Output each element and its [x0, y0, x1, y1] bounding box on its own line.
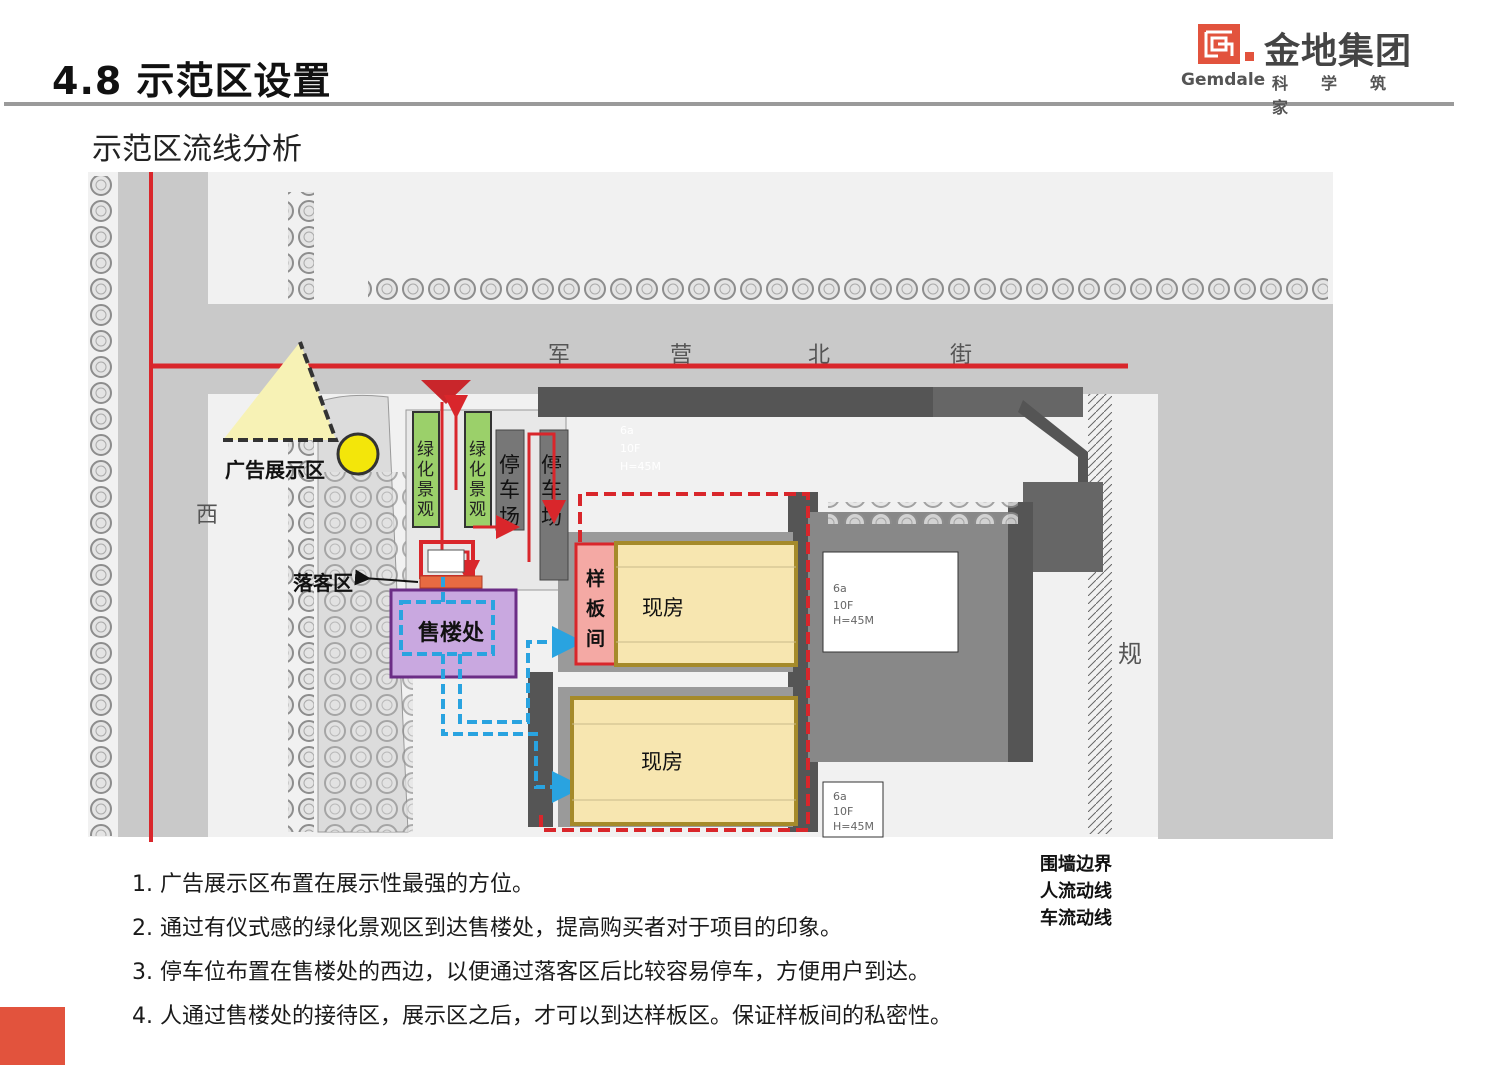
- dropoff-label: 落客区: [293, 571, 353, 595]
- section-subtitle: 示范区流线分析: [92, 132, 302, 167]
- tower-b-floors: 10F: [833, 599, 853, 612]
- note-item: 1. 广告展示区布置在展示性最强的方位。: [132, 872, 534, 897]
- green-landscape-left: [412, 411, 440, 528]
- header-divider: [4, 102, 1454, 106]
- dropoff-zone: [419, 575, 483, 589]
- pedestrian-flow-sample: [458, 626, 584, 724]
- ad-display-marker-icon: [336, 432, 380, 476]
- existing-building-lower: [570, 696, 798, 826]
- company-logo: 金地集团 Gemdale 科学筑家: [1181, 22, 1438, 117]
- street-east-label: 规: [1118, 640, 1142, 668]
- parking-left: [495, 429, 525, 531]
- ad-zone-label: 广告展示区: [225, 458, 325, 482]
- tower-b-label: 6a: [833, 582, 847, 595]
- tower-a-label: 6a: [620, 424, 634, 437]
- sample-room: [574, 542, 618, 666]
- entrance-arrow-icon: [421, 380, 471, 404]
- tower-a-floors: 10F: [620, 442, 640, 455]
- tower-c-floors: 10F: [833, 805, 853, 818]
- green-label-char: 景: [469, 480, 486, 500]
- logo-name: 金地集团: [1264, 31, 1413, 72]
- note-item: 2. 通过有仪式感的绿化景观区到达售楼处，提高购买者对于项目的印象。: [132, 916, 842, 941]
- building-lower-label: 现房: [641, 750, 683, 774]
- street-char: 军: [548, 343, 570, 368]
- existing-building-upper: [614, 541, 798, 667]
- green-label-char: 观: [469, 500, 486, 520]
- legend-item-wall: 围墙边界: [956, 848, 1156, 875]
- building-upper-label: 现房: [642, 596, 684, 620]
- legend-label: 围墙边界: [1040, 854, 1112, 875]
- logo-slogan: 科学筑家: [1272, 74, 1420, 117]
- street-char: 街: [950, 343, 972, 368]
- corner-accent-block: [0, 1007, 65, 1065]
- parking-label-char: 场: [541, 505, 562, 529]
- sales-office-label: 售楼处: [418, 620, 484, 646]
- parking-label-char: 车: [541, 478, 562, 502]
- note-item: 4. 人通过售楼处的接待区，展示区之后，才可以到达样板区。保证样板间的私密性。: [132, 1004, 952, 1029]
- notes-list: 1. 广告展示区布置在展示性最强的方位。 2. 通过有仪式感的绿化景观区到达售楼…: [132, 868, 952, 1044]
- page-title: 4.8 示范区设置: [52, 59, 332, 103]
- green-landscape-right: [464, 411, 492, 528]
- logo-dot: [1245, 52, 1254, 61]
- parking-label-char: 车: [499, 478, 520, 502]
- green-label-char: 绿: [469, 440, 486, 460]
- tower-a-height: H=45M: [620, 460, 661, 473]
- vehicle-flow-parking: [527, 432, 566, 562]
- street-char: 北: [808, 343, 830, 368]
- ad-display-triangle: [223, 342, 336, 440]
- street-west-label: 西: [196, 503, 218, 528]
- green-label-char: 观: [417, 500, 434, 520]
- west-road: [118, 172, 208, 837]
- green-label-char: 景: [417, 480, 434, 500]
- logo-mark-icon: [1198, 24, 1240, 64]
- legend: 围墙边界 人流动线 车流动线: [956, 848, 1156, 929]
- pedestrian-flow-building: [441, 654, 584, 803]
- north-road: [208, 304, 1333, 394]
- sample-room-char: 板: [586, 597, 606, 620]
- green-label-char: 化: [417, 460, 434, 480]
- street-char: 营: [670, 343, 692, 368]
- tower-c-height: H=45M: [833, 820, 874, 833]
- parking-label-char: 停: [541, 453, 562, 477]
- logo-english: Gemdale: [1181, 70, 1266, 90]
- legend-item-pedestrian: 人流动线: [956, 875, 1156, 902]
- legend-label: 人流动线: [1040, 881, 1112, 902]
- parking-label-char: 场: [499, 505, 520, 529]
- sample-room-char: 间: [586, 628, 605, 650]
- sales-office: [389, 588, 518, 679]
- green-label-char: 绿: [417, 440, 434, 460]
- legend-label: 车流动线: [1040, 908, 1112, 929]
- legend-item-vehicle: 车流动线: [956, 902, 1156, 929]
- site-plan-diagram: 军 营 北 街 西 规 6a 10F H=45M 6a 10F H=45M 6a…: [88, 172, 1333, 842]
- note-item: 3. 停车位布置在售楼处的西边，以便通过落客区后比较容易停车，方便用户到达。: [132, 960, 930, 985]
- tower-c-label: 6a: [833, 790, 847, 803]
- wall-boundary: [539, 492, 810, 832]
- sample-room-char: 样: [586, 567, 605, 590]
- tower-b-height: H=45M: [833, 614, 874, 627]
- green-label-char: 化: [469, 460, 486, 480]
- parking-label-char: 停: [499, 453, 520, 477]
